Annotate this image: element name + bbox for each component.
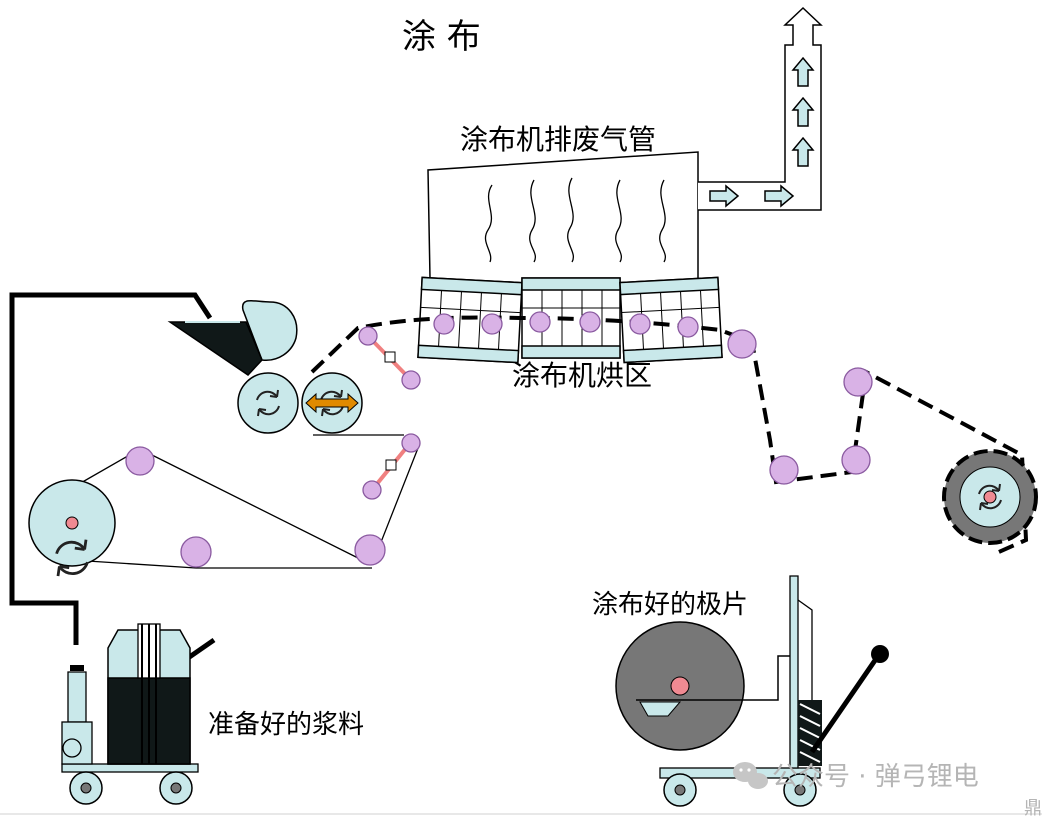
guide-roller xyxy=(841,445,871,475)
oven-segment xyxy=(417,276,523,364)
guide-rollers xyxy=(125,311,873,568)
guide-roller xyxy=(677,316,699,338)
diagram-title: 涂 布 xyxy=(402,17,481,57)
guide-roller xyxy=(401,433,421,453)
guide-roller xyxy=(629,313,651,335)
rewind-roll xyxy=(942,449,1038,545)
guide-roller xyxy=(481,313,503,335)
finished-pole-piece-label: 涂布好的极片 xyxy=(592,590,749,620)
guide-roller xyxy=(843,367,873,397)
coating-head xyxy=(167,300,298,376)
watermark-text: 公众号 · 弹弓锂电 xyxy=(772,762,979,792)
slurry-feed-pipe xyxy=(9,292,213,645)
caster-wheel xyxy=(663,773,697,807)
guide-roller xyxy=(727,329,757,359)
slurry-cart xyxy=(61,623,216,805)
gas-cylinder-icon xyxy=(61,665,93,765)
drying-oven xyxy=(417,276,723,364)
caster-wheel xyxy=(69,771,103,805)
prepared-slurry-label: 准备好的浆料 xyxy=(208,710,365,740)
guide-roller xyxy=(180,536,212,568)
wechat-icon xyxy=(733,762,768,789)
coating-roller xyxy=(237,372,299,434)
guide-roller xyxy=(354,534,386,566)
back-roller xyxy=(301,372,363,434)
slurry-tank xyxy=(107,623,191,765)
guide-roller xyxy=(125,446,155,476)
guide-roller xyxy=(529,311,551,333)
guide-roller xyxy=(358,326,378,346)
guide-roller xyxy=(401,370,421,390)
drying-zone-label: 涂布机烘区 xyxy=(512,359,653,392)
finished-electrode-roll xyxy=(615,621,790,751)
guide-roller xyxy=(769,455,799,485)
guide-roller xyxy=(433,313,455,335)
exhaust-pipe-label: 涂布机排废气管 xyxy=(460,123,657,156)
double-arrow-icon xyxy=(305,392,359,414)
guide-roller xyxy=(362,480,382,500)
exhaust-hood xyxy=(427,151,699,279)
oven-segment xyxy=(619,276,723,364)
tension-arm-upper xyxy=(366,334,413,382)
unwind-roll xyxy=(28,479,116,578)
heat-wave-icon xyxy=(484,177,666,263)
guide-roller xyxy=(579,311,601,333)
exhaust-duct xyxy=(698,6,823,211)
caster-wheel xyxy=(159,771,193,805)
corner-watermark-glyph: 鼎 xyxy=(1024,798,1042,818)
